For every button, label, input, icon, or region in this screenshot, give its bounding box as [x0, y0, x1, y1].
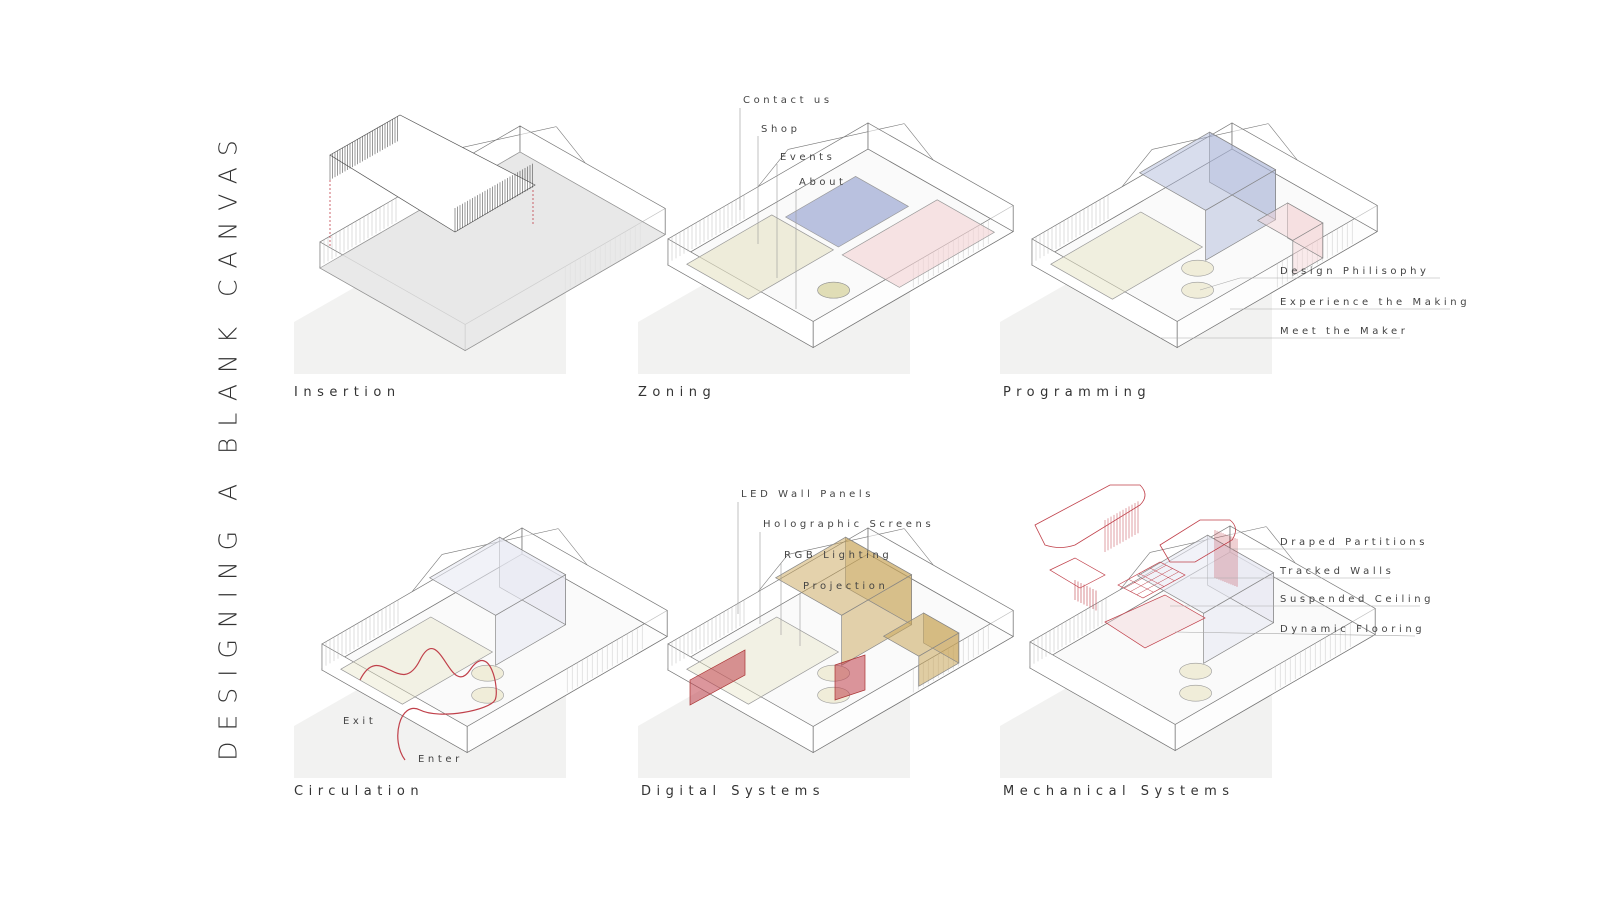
caption-digital-systems: Digital Systems: [641, 784, 826, 799]
caption-zoning: Zoning: [638, 385, 717, 400]
programming-room-right-wall: [1231, 122, 1378, 233]
led-wall-panel: [834, 654, 866, 701]
circulation-path: [359, 648, 497, 761]
suspended-ceiling-grid: [1117, 561, 1186, 599]
programming-room-roof-line: [1268, 123, 1298, 161]
programming-leader: [1199, 277, 1241, 291]
led-wall-panel: [689, 649, 746, 706]
program-maker-box-top: [1256, 202, 1324, 241]
zoning-room-roof-line: [904, 123, 934, 161]
circ-cylinder-top: [471, 664, 504, 682]
program-zone: [1050, 211, 1204, 300]
circulation-room-roof-line: [411, 554, 443, 592]
circ-zone: [340, 616, 494, 705]
callout-dynamic-flooring: Dynamic Flooring: [1280, 624, 1426, 635]
callout-led-wall-panels: LED Wall Panels: [741, 489, 875, 500]
insertion-room-roof-line: [556, 126, 586, 164]
callout-holographic-screens: Holographic Screens: [763, 519, 935, 530]
digital-room-right-wall: [867, 527, 1014, 638]
circulation-room-roof-line: [558, 528, 588, 566]
dynamic-flooring: [1104, 594, 1206, 649]
ceiling-grid-line: [1136, 571, 1179, 595]
zoning-room-roof-line: [757, 149, 789, 187]
callout-suspended-ceiling: Suspended Ceiling: [1280, 594, 1435, 605]
holographic-block-top: [774, 536, 913, 616]
caption-circulation: Circulation: [294, 784, 425, 799]
callout-draped-partitions: Draped Partitions: [1280, 537, 1429, 548]
program-cylinder-top: [1181, 259, 1214, 277]
mechanical-room-roof-line: [1266, 526, 1296, 564]
callout-experience-the-making: Experience the Making: [1280, 297, 1471, 308]
program-block-top: [1138, 131, 1277, 211]
callout-tracked-walls: Tracked Walls: [1280, 566, 1395, 577]
mech-block-top: [1136, 534, 1275, 614]
callout-events: Events: [780, 152, 836, 163]
program-cylinder: [1181, 281, 1214, 299]
insertion-lifted-ceiling: [329, 114, 536, 233]
tracked-wall-frame: [1049, 557, 1106, 589]
ceiling-grid-line: [1138, 573, 1165, 587]
circ-block-top: [428, 536, 567, 616]
zone-shop: [784, 175, 910, 248]
mechanical-room-roof-line: [1119, 552, 1151, 590]
callout-about: About: [799, 177, 847, 188]
mech-cylinder-top: [1179, 662, 1212, 680]
zone-contact: [686, 214, 835, 300]
zoning-room-right-wall: [867, 122, 1014, 233]
mechanical-room-right-wall: [1229, 525, 1376, 636]
draped-partition-ceiling: [1034, 484, 1146, 548]
caption-programming: Programming: [1003, 385, 1152, 400]
projection-box-top: [882, 612, 960, 657]
circulation-room-right-wall: [521, 527, 668, 638]
circ-cylinder: [471, 686, 504, 704]
zone-about-circle-top: [817, 281, 850, 299]
callout-shop: Shop: [761, 124, 801, 135]
callout-design-philosophy: Design Philisophy: [1280, 266, 1430, 277]
draped-partition-ceiling: [1159, 519, 1236, 563]
digital-room-roof-line: [904, 528, 934, 566]
zone-events: [841, 199, 996, 288]
marker-exit: Exit: [343, 716, 377, 727]
digital-room-roof-line: [757, 554, 789, 592]
caption-insertion: Insertion: [294, 385, 401, 400]
mechanical-leader: [1174, 631, 1416, 637]
mech-cylinder: [1179, 684, 1212, 702]
callout-projection: Projection: [803, 581, 889, 592]
programming-room-roof-line: [1121, 149, 1153, 187]
marker-enter: Enter: [418, 754, 463, 765]
callout-meet-the-maker: Meet the Maker: [1280, 326, 1409, 337]
vertical-title: DESIGNING A BLANK CANVAS: [213, 129, 243, 761]
programming-room-roof-line: [1151, 123, 1269, 150]
callout-rgb-lighting: RGB Lighting: [784, 550, 893, 561]
zoning-room-roof-line: [787, 123, 905, 150]
callout-contact-us: Contact us: [743, 95, 833, 106]
ceiling-grid-line: [1149, 567, 1175, 581]
caption-mechanical-systems: Mechanical Systems: [1003, 784, 1235, 799]
